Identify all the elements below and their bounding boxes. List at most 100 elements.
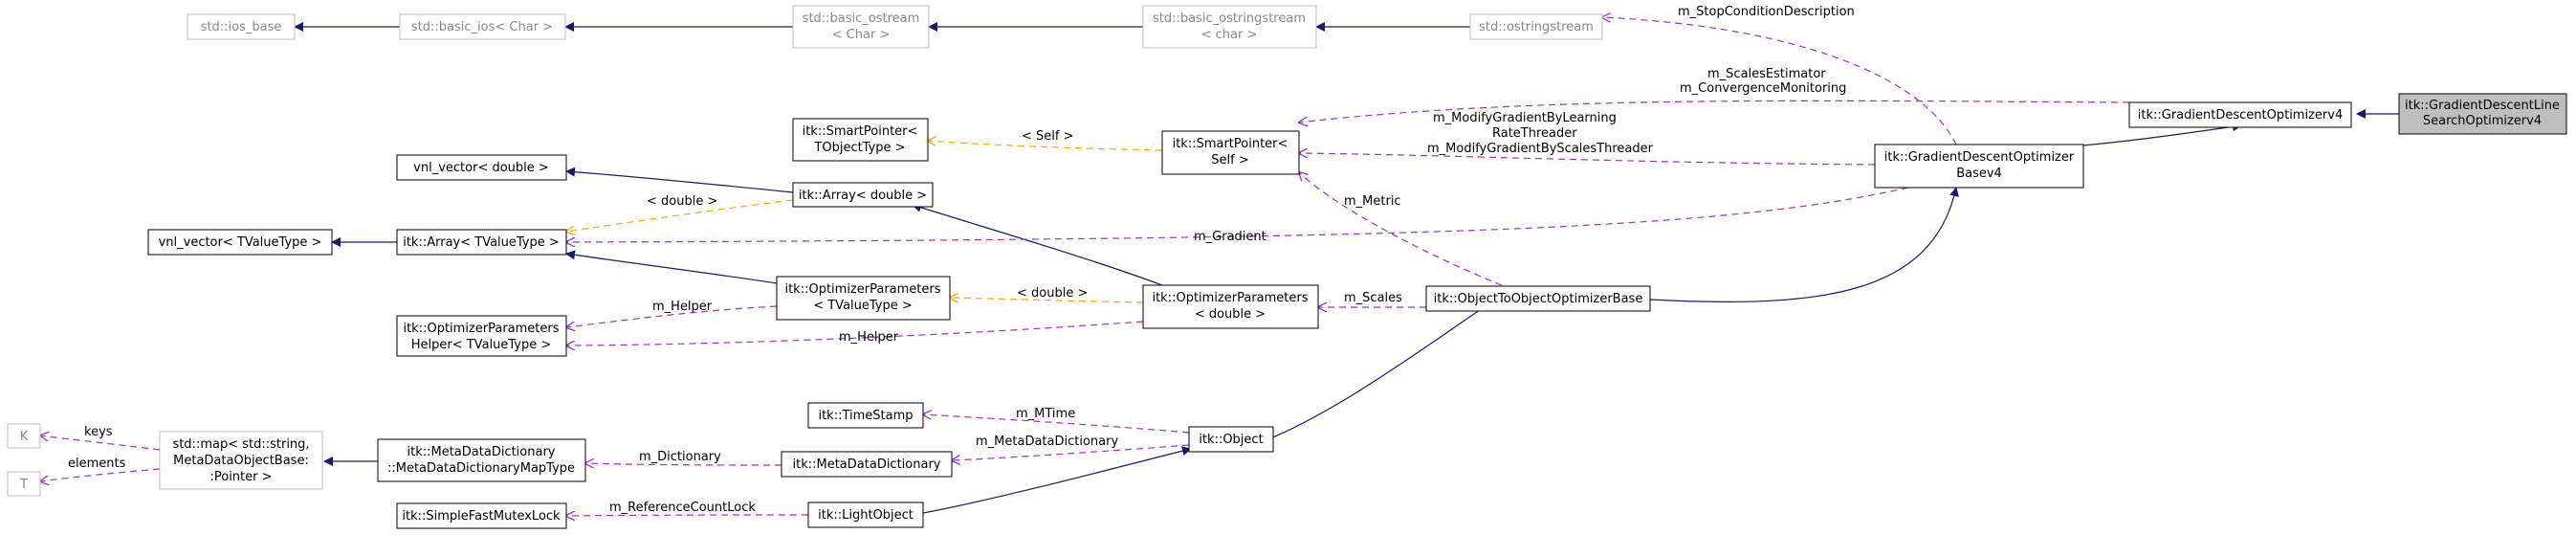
class-node-vnld[interactable]: vnl_vector< double > bbox=[396, 154, 567, 181]
node-line: T bbox=[19, 478, 28, 492]
edge-use-stop bbox=[1602, 17, 1957, 145]
class-node-t[interactable]: T bbox=[7, 471, 41, 497]
edge-inherit-gdob-gdo bbox=[2082, 122, 2242, 146]
node-line: itk::SmartPointer< bbox=[1173, 137, 1288, 151]
edge-inherit-optv-arrt bbox=[565, 250, 778, 284]
edge-inherit-opd-arrd bbox=[912, 202, 1163, 286]
node-line: ::MetaDataDictionaryMapType bbox=[387, 461, 575, 476]
label-self: < Self > bbox=[1022, 129, 1074, 144]
label-scales-estimator: m_ScalesEstimator bbox=[1707, 67, 1826, 81]
label-keys: keys bbox=[84, 425, 113, 439]
edge-inherit-arrd-vnld bbox=[565, 167, 794, 193]
edge-use-mtime bbox=[923, 414, 1190, 434]
node-line: itk::GradientDescentOptimizer bbox=[1884, 150, 2075, 165]
label-dictionary: m_Dictionary bbox=[639, 450, 721, 464]
class-node-gdo[interactable]: itk::GradientDescentOptimizerv4 bbox=[2128, 101, 2352, 128]
node-line: std::map< std::string, bbox=[172, 437, 309, 452]
node-line: itk::MetaDataDictionary bbox=[793, 457, 941, 472]
class-node-mdd[interactable]: itk::MetaDataDictionary bbox=[781, 451, 953, 478]
node-line: itk::ObjectToObjectOptimizerBase bbox=[1434, 292, 1643, 306]
label-scales: m_Scales bbox=[1344, 291, 1402, 305]
edge-use-mdd bbox=[952, 444, 1190, 460]
class-node-obj[interactable]: itk::Object bbox=[1188, 426, 1274, 453]
edge-use-keys bbox=[40, 435, 161, 451]
node-line: std::ios_base bbox=[201, 20, 282, 34]
node-line: Helper< TValueType > bbox=[411, 338, 552, 352]
edges bbox=[40, 17, 2399, 516]
node-line: itk::SmartPointer< bbox=[803, 124, 918, 139]
node-line: TObjectType > bbox=[813, 141, 905, 155]
class-node-lo[interactable]: itk::LightObject bbox=[807, 502, 924, 528]
node-line: std::basic_ostringstream bbox=[1153, 11, 1306, 26]
node-line: std::basic_ios< Char > bbox=[411, 20, 553, 34]
node-line: < char > bbox=[1201, 28, 1258, 42]
edge-labels: m_StopConditionDescription m_ScalesEstim… bbox=[68, 5, 1855, 515]
class-node-stdmap[interactable]: std::map< std::string, MetaDataObjectBas… bbox=[159, 431, 323, 490]
edge-inherit-otoob-gdob bbox=[1649, 187, 1959, 302]
node-line: < Char > bbox=[832, 28, 891, 42]
node-line: std::ostringstream bbox=[1479, 20, 1594, 34]
label-double-opt: < double > bbox=[1017, 286, 1088, 301]
node-line: itk::OptimizerParameters bbox=[1152, 291, 1308, 305]
label-metric: m_Metric bbox=[1344, 194, 1401, 209]
edge-tmpl-opd-optv bbox=[950, 298, 1144, 303]
node-line: itk::OptimizerParameters bbox=[403, 322, 559, 336]
class-node-iosb[interactable]: std::ios_base bbox=[187, 13, 296, 40]
node-line: vnl_vector< TValueType > bbox=[159, 235, 322, 250]
node-line: itk::LightObject bbox=[818, 508, 914, 523]
nodes: itk::GradientDescentLine SearchOptimizer… bbox=[7, 5, 2567, 529]
class-node-arrt[interactable]: itk::Array< TValueType > bbox=[396, 229, 567, 256]
class-node-bo[interactable]: std::basic_ostream < Char > bbox=[792, 5, 930, 49]
class-node-oss[interactable]: std::ostringstream bbox=[1469, 13, 1603, 40]
node-line: < TValueType > bbox=[813, 299, 913, 313]
label-elements: elements bbox=[68, 457, 126, 471]
edge-use-modify bbox=[1299, 153, 1876, 166]
edge-tmpl-spself-spt bbox=[928, 141, 1163, 151]
edge-use-dictionary bbox=[585, 463, 782, 465]
class-node-oph[interactable]: itk::OptimizerParameters Helper< TValueT… bbox=[396, 315, 567, 357]
edge-use-refcount bbox=[566, 515, 809, 516]
class-node-bios[interactable]: std::basic_ios< Char > bbox=[399, 13, 566, 40]
node-line: itk::GradientDescentOptimizerv4 bbox=[2138, 108, 2343, 123]
class-node-sfml[interactable]: itk::SimpleFastMutexLock bbox=[396, 502, 567, 529]
edge-use-scales-est bbox=[1299, 100, 2130, 123]
label-helper-2: m_Helper bbox=[839, 330, 899, 345]
node-line: Basev4 bbox=[1956, 167, 2002, 181]
node-line: itk::GradientDescentLine bbox=[2405, 99, 2560, 113]
node-line: itk::MetaDataDictionary bbox=[407, 445, 556, 459]
edge-use-metric bbox=[1299, 172, 1503, 286]
class-node-ts[interactable]: itk::TimeStamp bbox=[807, 402, 924, 429]
label-rate-threader: RateThreader bbox=[1492, 126, 1577, 141]
class-node-mddmap[interactable]: itk::MetaDataDictionary ::MetaDataDictio… bbox=[377, 438, 586, 482]
node-line: vnl_vector< double > bbox=[413, 161, 549, 175]
edge-use-helper1 bbox=[566, 305, 778, 327]
class-node-otoob[interactable]: itk::ObjectToObjectOptimizerBase bbox=[1425, 285, 1651, 312]
label-modify-learning: m_ModifyGradientByLearning bbox=[1433, 111, 1617, 125]
class-node-bos[interactable]: std::basic_ostringstream < char > bbox=[1142, 5, 1317, 49]
node-line: :Pointer > bbox=[209, 470, 272, 484]
class-node-spself[interactable]: itk::SmartPointer< Self > bbox=[1161, 130, 1300, 175]
class-node-vnlt[interactable]: vnl_vector< TValueType > bbox=[147, 229, 333, 256]
class-node-arrd[interactable]: itk::Array< double > bbox=[792, 182, 934, 208]
node-line: K bbox=[20, 430, 29, 444]
node-line: MetaDataObjectBase: bbox=[173, 454, 309, 468]
edge-use-gradient bbox=[566, 187, 1909, 242]
class-node-spt[interactable]: itk::SmartPointer< TObjectType > bbox=[792, 118, 929, 162]
label-mtime: m_MTime bbox=[1016, 407, 1075, 421]
edge-use-elements bbox=[40, 468, 161, 481]
node-line: SearchOptimizerv4 bbox=[2423, 114, 2542, 128]
class-node-gdob[interactable]: itk::GradientDescentOptimizer Basev4 bbox=[1874, 144, 2084, 189]
class-node-opd[interactable]: itk::OptimizerParameters < double > bbox=[1142, 284, 1319, 329]
label-refcount: m_ReferenceCountLock bbox=[609, 501, 756, 515]
label-modify-scales: m_ModifyGradientByScalesThreader bbox=[1427, 142, 1654, 156]
node-line: itk::OptimizerParameters bbox=[784, 282, 940, 297]
node-line: Self > bbox=[1211, 153, 1248, 167]
class-node-optv[interactable]: itk::OptimizerParameters < TValueType > bbox=[776, 276, 951, 321]
node-line: itk::TimeStamp bbox=[818, 409, 913, 423]
class-node-k[interactable]: K bbox=[7, 423, 41, 449]
label-double-arr: < double > bbox=[647, 194, 717, 209]
class-node-gdls[interactable]: itk::GradientDescentLine SearchOptimizer… bbox=[2398, 93, 2567, 135]
label-convergence-monitoring: m_ConvergenceMonitoring bbox=[1680, 81, 1846, 96]
label-helper-1: m_Helper bbox=[652, 300, 713, 314]
